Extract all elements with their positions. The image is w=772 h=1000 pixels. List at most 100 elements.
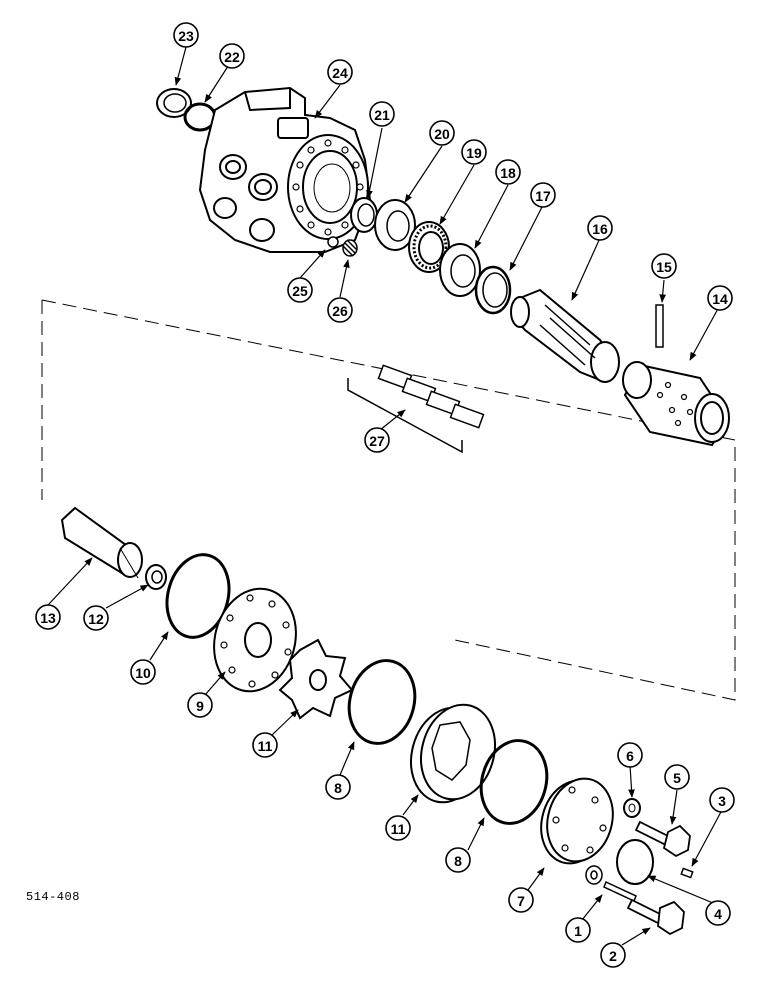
callout-c10: 10: [130, 659, 156, 685]
callout-label: 21: [374, 107, 390, 123]
callout-c4: 4: [705, 900, 731, 926]
callout-c1: 1: [565, 917, 591, 943]
part-8-oring-a: [347, 659, 417, 745]
part-17-ring: [474, 265, 512, 315]
callout-label: 26: [332, 303, 348, 319]
callout-c7: 7: [508, 887, 534, 913]
callout-circle: [187, 692, 213, 718]
callout-c3: 3: [709, 787, 735, 813]
callout-c27: 27: [364, 427, 390, 453]
callout-circle: [364, 427, 390, 453]
part-3-screw: [680, 867, 694, 879]
callout-circle: [617, 742, 643, 768]
callout-circle: [369, 101, 395, 127]
callout-circle: [35, 604, 61, 630]
callout-c8b: 8: [445, 847, 471, 873]
callout-label: 8: [454, 853, 462, 869]
callout-circle: [83, 605, 109, 631]
callout-c14: 14: [707, 285, 733, 311]
part-14-sleeve: [622, 361, 730, 447]
callout-c11b: 11: [385, 815, 411, 841]
part-11-rotor: [278, 638, 354, 720]
callout-c12: 12: [83, 605, 109, 631]
callout-circle: [327, 297, 353, 323]
part-26-spring: [342, 239, 358, 257]
callout-circle: [252, 732, 278, 758]
callout-c23: 23: [173, 22, 199, 48]
callout-c17: 17: [530, 182, 556, 208]
part-23-cap: [156, 88, 192, 118]
callout-c19: 19: [461, 139, 487, 165]
callout-circle: [130, 659, 156, 685]
callout-c5: 5: [664, 764, 690, 790]
callout-c9: 9: [187, 692, 213, 718]
callout-label: 24: [332, 65, 348, 81]
part-18-washer: [439, 243, 481, 297]
callout-label: 4: [714, 906, 722, 922]
callout-circle: [385, 815, 411, 841]
callout-circle: [508, 887, 534, 913]
callout-c13: 13: [35, 604, 61, 630]
callout-circle: [461, 139, 487, 165]
callout-label: 17: [535, 188, 551, 204]
callout-circle: [495, 159, 521, 185]
callout-label: 2: [609, 948, 617, 964]
callout-circle: [325, 774, 351, 800]
part-5-bolt: [634, 820, 691, 858]
callout-label: 18: [500, 165, 516, 181]
part-12-spacer: [145, 564, 167, 590]
part-9-plate: [213, 587, 297, 693]
callout-c20: 20: [429, 120, 455, 146]
callout-c21: 21: [369, 101, 395, 127]
callout-circle: [705, 900, 731, 926]
callout-label: 5: [673, 770, 681, 786]
part-24-housing: [198, 86, 372, 253]
callout-label: 23: [178, 28, 194, 44]
callout-circle: [445, 847, 471, 873]
part-15-pin: [655, 304, 664, 348]
callout-label: 7: [517, 893, 525, 909]
callout-c8a: 8: [325, 774, 351, 800]
callout-label: 3: [718, 793, 726, 809]
callout-label: 27: [369, 433, 385, 449]
callout-label: 22: [224, 49, 240, 65]
callout-c11a: 11: [252, 732, 278, 758]
callout-c6: 6: [617, 742, 643, 768]
callout-circle: [429, 120, 455, 146]
part-4-plug: [616, 839, 654, 885]
callout-label: 12: [88, 611, 104, 627]
callout-circle: [651, 253, 677, 279]
part-2-bolt: [626, 898, 685, 936]
part-16-spool: [510, 288, 620, 383]
callout-c24: 24: [327, 59, 353, 85]
callout-circle: [709, 787, 735, 813]
callout-circle: [565, 917, 591, 943]
callout-label: 1: [574, 923, 582, 939]
callout-label: 19: [466, 145, 482, 161]
callout-circle: [587, 215, 613, 241]
callout-circle: [600, 942, 626, 968]
part-20-washer: [374, 199, 416, 251]
callout-circle: [707, 285, 733, 311]
part-10-oring: [165, 553, 231, 639]
part-1-pin: [585, 865, 637, 903]
callout-label: 11: [391, 821, 406, 837]
part-13-drive-shaft: [60, 506, 143, 579]
part-27-kit: [347, 364, 485, 454]
part-21-ring: [350, 197, 378, 233]
callout-c26: 26: [327, 297, 353, 323]
part-6-washer: [623, 798, 641, 818]
part-11-stator: [410, 703, 496, 804]
part-7-end-cap: [540, 777, 614, 865]
callout-c16: 16: [587, 215, 613, 241]
callout-label: 16: [592, 221, 608, 237]
callout-circle: [327, 59, 353, 85]
part-19-needle-bearing: [408, 221, 450, 273]
callout-label: 9: [196, 698, 204, 714]
callout-label: 11: [258, 738, 273, 754]
callout-circle: [287, 277, 313, 303]
callout-label: 15: [656, 259, 672, 275]
callout-c15: 15: [651, 253, 677, 279]
